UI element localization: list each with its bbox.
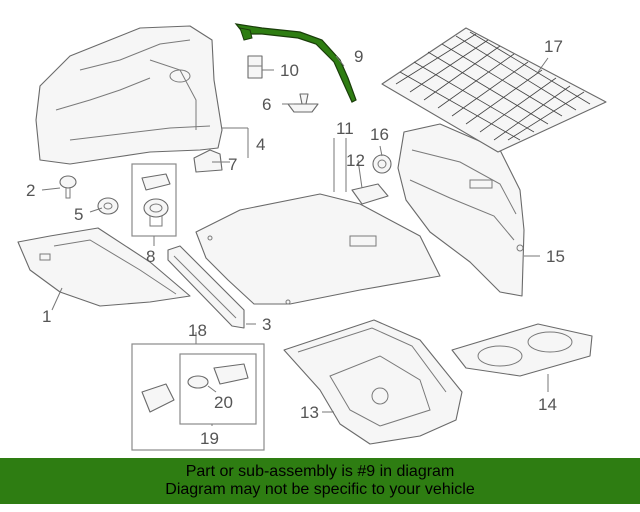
callout-6: 6 (262, 95, 271, 114)
callout-17: 17 (544, 37, 563, 56)
notice-banner: Part or sub-assembly is #9 in diagram Di… (0, 458, 640, 504)
part-15-right-trim (397, 123, 525, 297)
part-3-sill-trim (167, 245, 245, 329)
callout-labels: 1 2 3 4 5 6 7 8 9 10 11 12 13 14 15 16 1… (26, 37, 565, 448)
callout-4: 4 (256, 135, 265, 154)
cargo-floor-mat (195, 193, 441, 305)
callout-14: 14 (538, 395, 557, 414)
notice-line-2: Diagram may not be specific to your vehi… (165, 481, 475, 498)
callout-8: 8 (146, 247, 155, 266)
cargo-net-mesh (395, 31, 591, 141)
callout-11: 11 (336, 119, 354, 138)
callout-19: 19 (200, 429, 219, 448)
part-7-bracket (193, 149, 223, 173)
part-20-bulb (187, 375, 209, 389)
part-17-cargo-net (381, 27, 607, 153)
callout-18: 18 (188, 321, 207, 340)
callout-10: 10 (280, 61, 299, 80)
part-12-cover (351, 183, 389, 205)
part-19-socket (213, 363, 249, 385)
callout-7: 7 (228, 155, 237, 174)
part-6-hook (287, 93, 319, 113)
callout-12: 12 (346, 151, 365, 170)
part-18-lamp-lens (141, 383, 175, 413)
part-13-tire-well (283, 319, 463, 445)
notice-line-1: Part or sub-assembly is #9 in diagram (185, 463, 455, 480)
callout-15: 15 (546, 247, 565, 266)
left-side-trim-panel (35, 25, 223, 165)
leader-lines (41, 55, 549, 426)
callout-3: 3 (262, 315, 271, 334)
callout-1: 1 (42, 307, 51, 326)
part-14-tray (451, 323, 593, 377)
part-8-lamps (141, 173, 171, 227)
parts-diagram: 1 2 3 4 5 6 7 8 9 10 11 12 13 14 15 16 1… (17, 23, 607, 451)
part-2-fastener (59, 175, 77, 199)
callout-9: 9 (354, 47, 363, 66)
part-9-trim-strip[interactable] (234, 23, 357, 103)
callout-20: 20 (214, 393, 233, 412)
callout-2: 2 (26, 181, 35, 200)
part-19-box (179, 353, 257, 425)
callout-13: 13 (300, 403, 319, 422)
part-16-plug (372, 154, 392, 174)
part-1-side-cover (17, 227, 191, 307)
part-18-box (131, 343, 265, 451)
part-10-clip (247, 55, 263, 79)
callout-5: 5 (74, 205, 83, 224)
part-5-fastener (97, 197, 119, 215)
callout-16: 16 (370, 125, 389, 144)
